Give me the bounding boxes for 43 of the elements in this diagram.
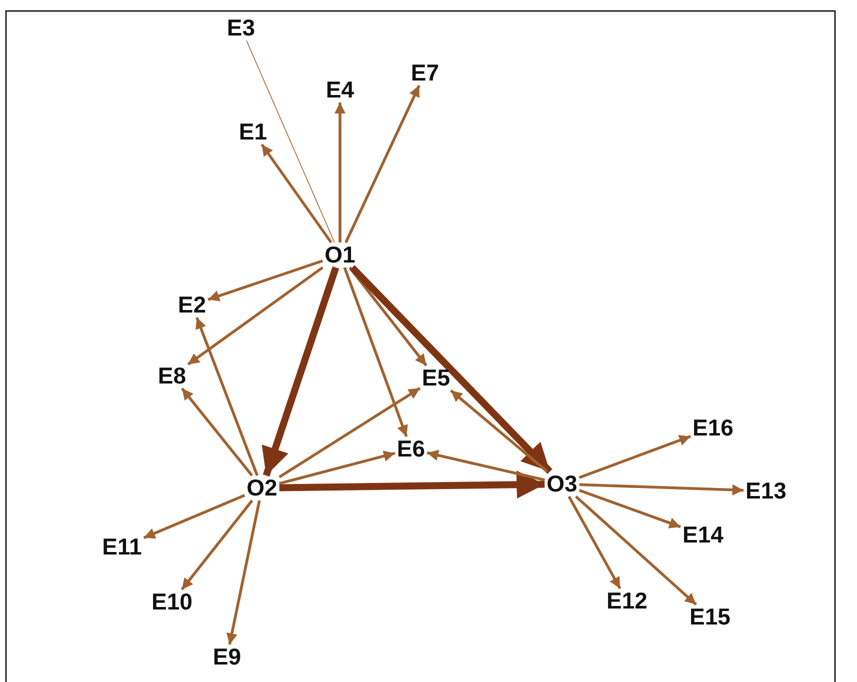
node-label: E4 (324, 78, 356, 102)
node-label: E11 (100, 534, 144, 560)
arrow (578, 488, 681, 528)
arrow (143, 494, 246, 540)
arrow (208, 260, 324, 302)
arrow (278, 450, 396, 485)
arrow (262, 266, 340, 477)
node-label: E14 (680, 522, 726, 548)
node-label: E8 (156, 364, 188, 388)
arrow (574, 495, 698, 606)
arrow (343, 267, 408, 437)
arrow (450, 389, 548, 473)
node-label: E6 (394, 436, 428, 462)
arrow (195, 317, 259, 476)
arrow (260, 144, 332, 244)
arrow (278, 386, 421, 478)
node-label: E13 (744, 478, 788, 504)
node-label: O1 (322, 242, 358, 268)
node-label: E2 (176, 292, 208, 318)
node-label: E15 (688, 604, 732, 630)
arrow (187, 266, 324, 366)
arrow (579, 483, 744, 496)
arrow (226, 500, 261, 645)
arrow (578, 434, 692, 479)
arrow (568, 496, 622, 590)
node-label: E7 (408, 60, 442, 86)
arrow (426, 450, 545, 482)
node-label: O3 (544, 472, 580, 496)
node-label: E3 (224, 16, 258, 40)
arrow (334, 102, 346, 242)
arrow (348, 266, 428, 366)
node-label: E1 (236, 120, 270, 144)
node-label: E9 (210, 644, 244, 670)
arrow (344, 84, 420, 244)
node-label: O2 (244, 476, 280, 500)
arrow (350, 265, 552, 474)
node-label: E10 (150, 590, 194, 614)
arrow (180, 500, 254, 590)
node-label: E16 (690, 416, 736, 440)
arrow (180, 388, 254, 476)
node-label: E12 (604, 588, 650, 614)
node-label: E5 (420, 366, 452, 390)
arrow (279, 470, 545, 499)
